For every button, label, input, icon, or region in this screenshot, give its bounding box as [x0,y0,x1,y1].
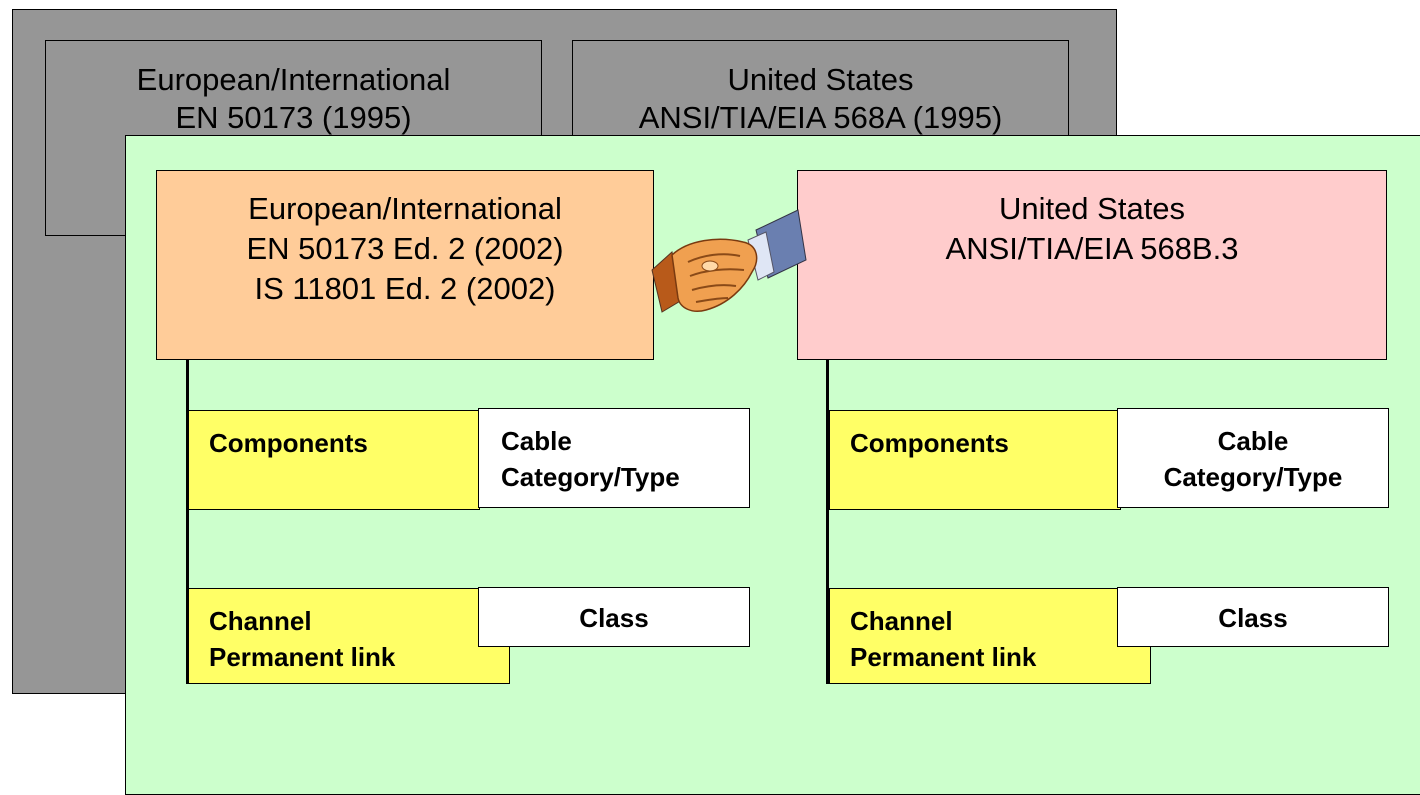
handshake-icon [651,209,807,313]
us-channel-label: Channel [850,606,953,636]
europe-cable-box: Cable Category/Type [478,408,750,508]
us-components-label: Components [850,428,1009,458]
europe-class-box: Class [478,587,750,647]
us-connector-line [826,360,829,684]
legacy-europe-standard: EN 50173 (1995) [175,100,412,135]
current-us-standard: ANSI/TIA/EIA 568B.3 [945,231,1239,266]
us-class-label: Class [1218,603,1288,633]
current-europe-region: European/International [248,191,562,226]
us-components-box: Components [829,410,1121,510]
us-cable-label: Cable [1217,426,1289,456]
current-us-box: United States ANSI/TIA/EIA 568B.3 [797,170,1387,360]
europe-permanent-link-label: Permanent link [209,642,396,672]
legacy-europe-region: European/International [136,62,451,97]
legacy-us-region: United States [727,62,914,97]
us-channel-box: Channel Permanent link [829,588,1151,684]
us-class-box: Class [1117,587,1389,647]
europe-channel-box: Channel Permanent link [188,588,510,684]
europe-components-box: Components [188,410,480,510]
current-europe-standard-en: EN 50173 Ed. 2 (2002) [246,231,564,266]
legacy-us-standard: ANSI/TIA/EIA 568A (1995) [638,100,1003,135]
europe-channel-label: Channel [209,606,312,636]
europe-components-label: Components [209,428,368,458]
current-europe-standard-is: IS 11801 Ed. 2 (2002) [254,271,556,306]
europe-class-label: Class [579,603,649,633]
us-permanent-link-label: Permanent link [850,642,1037,672]
europe-category-label: Category/Type [501,462,680,492]
us-category-label: Category/Type [1163,462,1343,492]
us-cable-box: Cable Category/Type [1117,408,1389,508]
current-europe-box: European/International EN 50173 Ed. 2 (2… [156,170,654,360]
europe-connector-line [186,360,189,684]
europe-cable-label: Cable [501,426,572,456]
current-us-region: United States [998,191,1186,226]
